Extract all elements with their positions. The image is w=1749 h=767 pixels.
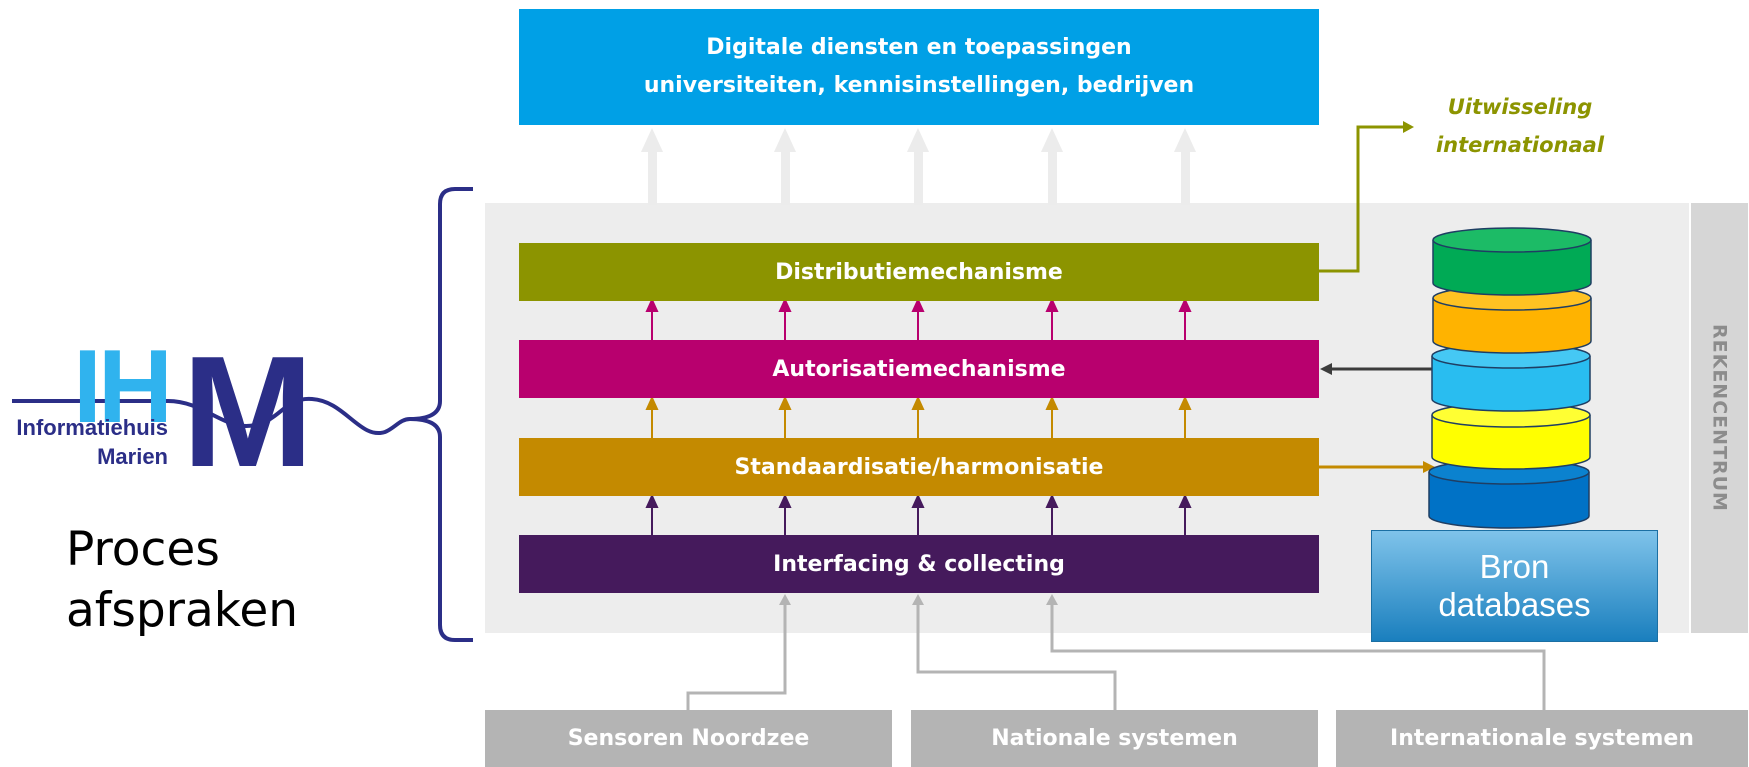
layer-interfacing: Interfacing & collecting xyxy=(519,535,1319,593)
rekencentrum-label: REKENCENTRUM xyxy=(1691,203,1748,633)
arrows-interfacing-standaard xyxy=(645,493,1192,535)
source-sensoren-label: Sensoren Noordzee xyxy=(567,726,810,751)
digital-services-line1: Digitale diensten en toepassingen xyxy=(706,35,1132,60)
source-connectors xyxy=(686,603,1546,710)
bron-line2: databases xyxy=(1438,586,1591,623)
logo-wave xyxy=(12,396,411,436)
bron-line1: Bron xyxy=(1479,548,1550,585)
database-stack xyxy=(1428,227,1592,529)
digital-services-line2: universiteiten, kennisinstellingen, bedr… xyxy=(643,73,1195,98)
source-arrowheads xyxy=(779,594,1058,605)
arrows-autorisatie-distributie xyxy=(645,297,1192,340)
source-internationale-label: Internationale systemen xyxy=(1390,726,1694,751)
db-to-autorisatie-arrow xyxy=(1320,363,1432,375)
bron-databases-box: Bron databases xyxy=(1371,530,1658,642)
process-brace xyxy=(409,187,473,642)
process-line1: Proces xyxy=(66,522,220,577)
logo-m-letter: M xyxy=(182,324,314,500)
standaard-to-db-arrow xyxy=(1319,461,1435,473)
source-internationale: Internationale systemen xyxy=(1336,710,1748,767)
process-line2: afspraken xyxy=(66,583,299,638)
output-arrows xyxy=(641,128,1196,205)
layer-distributie-label: Distributiemechanisme xyxy=(775,259,1063,285)
logo-text: Informatiehuis Marien xyxy=(8,413,168,471)
logo-ih-letters: IH xyxy=(73,329,173,445)
layer-interfacing-label: Interfacing & collecting xyxy=(773,551,1065,577)
source-nationale-label: Nationale systemen xyxy=(991,726,1238,751)
exchange-line2: internationaal xyxy=(1435,133,1605,157)
exchange-label: Uitwisseling internationaal xyxy=(1420,88,1620,164)
rekencentrum-text: REKENCENTRUM xyxy=(1708,324,1731,512)
source-nationale: Nationale systemen xyxy=(911,710,1318,767)
digital-services-box: Digitale diensten en toepassingen univer… xyxy=(519,9,1319,125)
layer-standaardisatie: Standaardisatie/harmonisatie xyxy=(519,438,1319,496)
exchange-arrow xyxy=(1319,121,1414,273)
layer-autorisatie: Autorisatiemechanisme xyxy=(519,340,1319,398)
logo-line2: Marien xyxy=(97,444,168,469)
layer-standaardisatie-label: Standaardisatie/harmonisatie xyxy=(734,454,1104,480)
layer-distributie: Distributiemechanisme xyxy=(519,243,1319,301)
layer-autorisatie-label: Autorisatiemechanisme xyxy=(772,356,1066,382)
arrows-standaard-autorisatie xyxy=(645,395,1192,438)
logo-line1: Informatiehuis xyxy=(16,415,168,440)
process-label: Proces afspraken xyxy=(66,519,298,641)
rekencentrum-strip xyxy=(1691,203,1748,633)
exchange-line1: Uitwisseling xyxy=(1447,95,1593,119)
source-sensoren: Sensoren Noordzee xyxy=(485,710,892,767)
